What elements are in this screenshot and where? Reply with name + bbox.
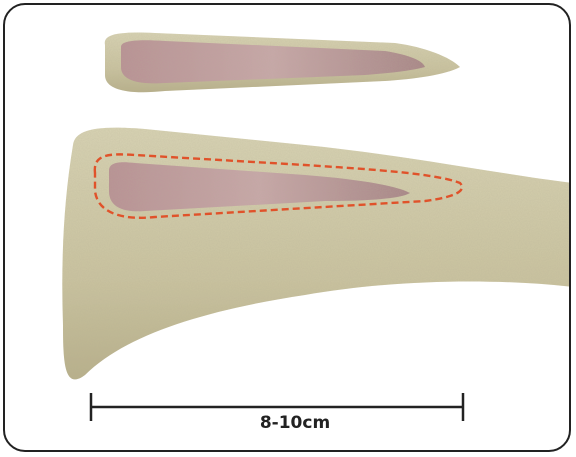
scale-bar-label: 8-10cm [245, 413, 345, 433]
harvested-graft [105, 33, 460, 93]
figure-frame: 8-10cm [3, 3, 571, 452]
bone-graft-diagram [5, 5, 571, 452]
